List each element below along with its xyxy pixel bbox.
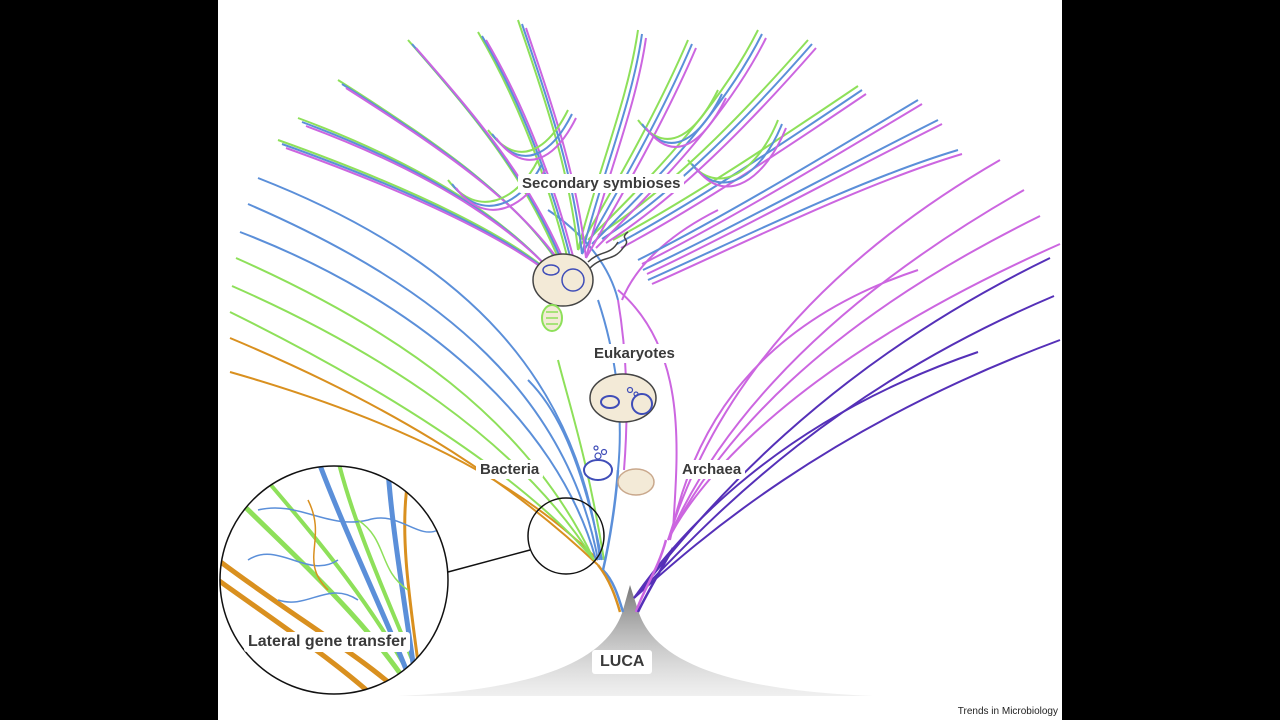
eukaryote-stem [547,209,719,471]
secondary-symbioses-canopy [277,19,963,289]
secondary-symbioses-label: Secondary symbioses [518,174,685,193]
bacteria-label: Bacteria [476,460,544,479]
trunk-lines [597,469,675,613]
journal-credit: Trends in Microbiology [957,706,1058,717]
archaea-purple-branches [633,257,1061,599]
figure-canvas: Secondary symbioses Eukaryotes Bacteria … [218,0,1062,720]
luca-cone [398,585,873,696]
green-plastid-cell [541,304,563,332]
early-eukaryote-cell [589,373,657,423]
eukaryotes-label: Eukaryotes [590,344,679,363]
proto-cell-vesicle [583,445,613,481]
eukaryote-cell-with-flagella [532,231,629,307]
lateral-gene-transfer-inset [219,465,449,695]
archaeal-cell [617,468,655,496]
bacteria-branches [229,177,605,566]
zoom-target-circle [527,497,605,575]
zoom-connector [447,549,531,573]
archaea-label: Archaea [678,460,746,479]
luca-label: LUCA [592,650,653,674]
archaea-magenta-branches [617,159,1061,541]
lateral-gene-transfer-label: Lateral gene transfer [244,632,411,652]
